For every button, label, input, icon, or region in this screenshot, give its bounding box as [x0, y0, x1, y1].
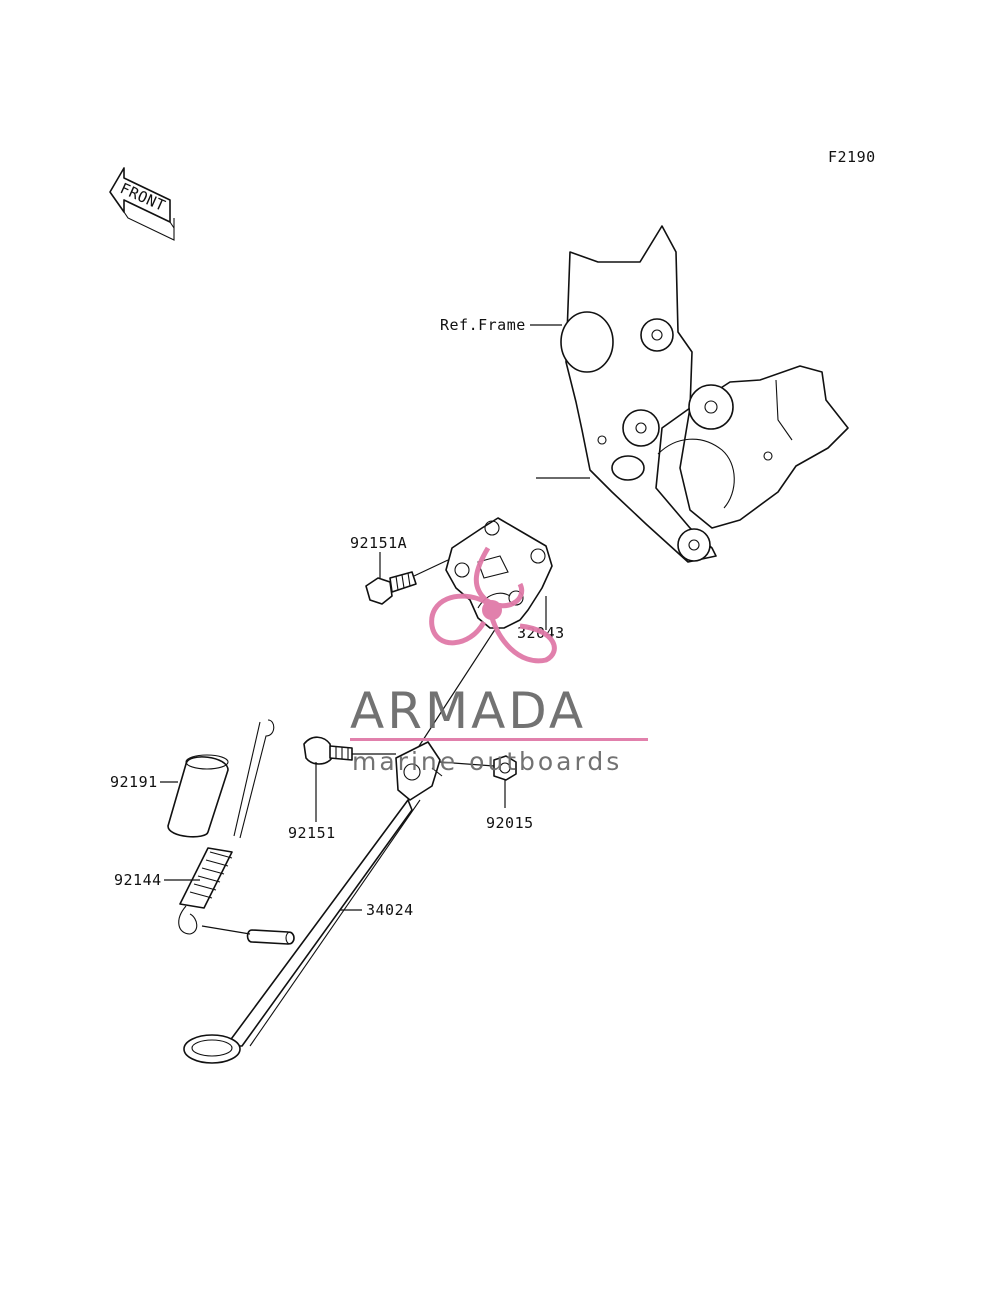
part-label-92151: 92151 — [288, 824, 336, 842]
side-stand — [183, 741, 443, 1064]
part-label-92191: 92191 — [110, 773, 158, 791]
bolt-92151a — [365, 571, 417, 605]
part-label-92151a: 92151A — [350, 534, 407, 552]
part-label-92015: 92015 — [486, 814, 534, 832]
armada-logo-icon — [429, 546, 557, 664]
front-arrow-icon: FRONT — [109, 167, 175, 241]
rubber-cover-92191 — [167, 754, 229, 838]
spring-92144 — [178, 719, 275, 935]
frame-reference — [560, 225, 849, 563]
ref-frame-label: Ref.Frame — [440, 316, 526, 334]
spring-pin — [246, 929, 295, 945]
watermark-tagline: marine outboards — [352, 747, 622, 776]
watermark-brand: ARMADA — [350, 682, 586, 740]
bolt-92151 — [303, 736, 353, 765]
nut-92015 — [493, 755, 517, 781]
diagram-code: F2190 — [828, 148, 876, 166]
part-label-92144: 92144 — [114, 871, 162, 889]
watermark: ARMADA marine outboards — [350, 546, 648, 776]
part-label-34024: 34024 — [366, 901, 414, 919]
